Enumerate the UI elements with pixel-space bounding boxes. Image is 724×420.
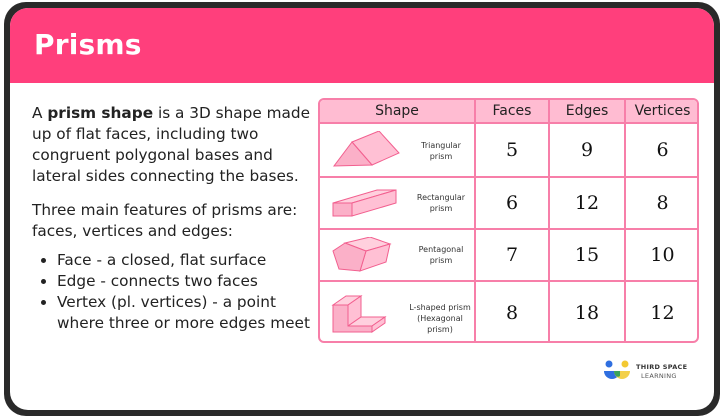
faces-value: 6 <box>505 192 519 214</box>
column-divider <box>624 100 626 341</box>
feature-item-vertex: Vertex (pl. vertices) - a point where th… <box>57 292 322 334</box>
intro-text-post: is a 3D shape made up of flat faces, inc… <box>32 104 311 185</box>
features-intro: Three main features of prisms are: faces… <box>32 201 298 240</box>
features-list: Face - a closed, flat surface Edge - con… <box>32 250 322 334</box>
intro-text-pre: A <box>32 104 48 122</box>
table-header: Shape Faces Edges Vertices <box>320 100 697 124</box>
prism-properties-table: Shape Faces Edges Vertices Tri <box>318 98 699 343</box>
triangular-prism-icon <box>332 131 400 167</box>
pentagonal-prism-icon <box>332 237 392 272</box>
shape-label: L-shaped prism(Hexagonal prism) <box>409 303 471 334</box>
title-bar: Prisms <box>10 8 714 83</box>
column-divider <box>474 100 476 341</box>
page-title: Prisms <box>34 28 142 61</box>
faces-value: 8 <box>505 301 519 324</box>
edges-value: 18 <box>574 301 600 324</box>
feature-item-edge: Edge - connects two faces <box>57 271 322 292</box>
column-header-edges: Edges <box>565 103 609 119</box>
row-divider <box>320 228 697 230</box>
column-divider <box>548 100 550 341</box>
edges-value: 15 <box>574 244 600 266</box>
logo-line1: THIRD SPACE <box>636 363 688 371</box>
vertices-value: 8 <box>656 192 669 214</box>
column-header-shape: Shape <box>375 103 419 119</box>
shape-cell: L-shaped prism(Hexagonal prism) <box>320 282 474 341</box>
third-space-learning-logo: THIRD SPACE LEARNING <box>602 357 712 387</box>
rectangular-prism-icon <box>332 189 397 217</box>
intro-paragraph: A prism shape is a 3D shape made up of f… <box>32 103 322 187</box>
faces-value: 5 <box>505 139 519 161</box>
intro-bold-term: prism shape <box>47 104 154 122</box>
edges-value: 12 <box>574 192 600 214</box>
logo-line2: LEARNING <box>641 372 677 380</box>
logo-text: THIRD SPACE LEARNING <box>636 363 687 381</box>
row-divider <box>320 280 697 282</box>
description-panel: A prism shape is a 3D shape made up of f… <box>32 103 322 334</box>
vertices-value: 6 <box>656 139 669 161</box>
l-shaped-prism-icon <box>331 295 387 333</box>
feature-item-face: Face - a closed, flat surface <box>57 250 322 271</box>
row-divider <box>320 176 697 178</box>
logo-icon <box>604 360 630 379</box>
vertices-value: 10 <box>650 244 675 266</box>
vertices-value: 12 <box>650 301 675 324</box>
column-header-vertices: Vertices <box>634 103 691 119</box>
slide-card: Prisms A prism shape is a 3D shape made … <box>10 8 714 410</box>
faces-value: 7 <box>505 244 519 266</box>
edges-value: 9 <box>580 139 594 161</box>
table-row: L-shaped prism(Hexagonal prism) 8 18 12 <box>320 282 697 341</box>
column-header-faces: Faces <box>492 103 532 119</box>
